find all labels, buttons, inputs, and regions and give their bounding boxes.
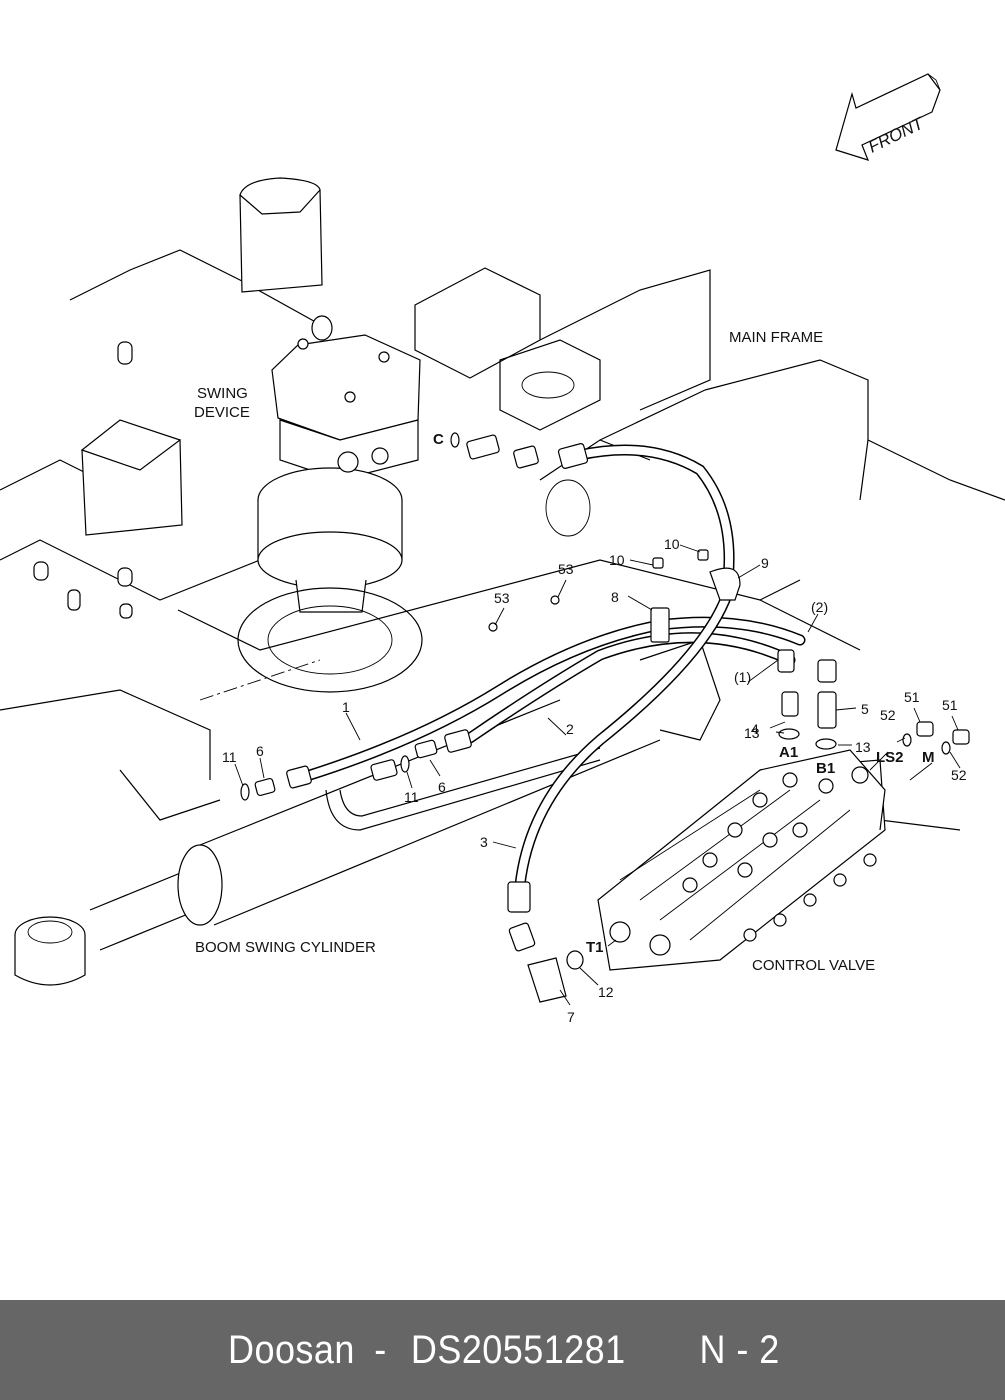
hoses — [304, 444, 806, 891]
callout-sub-1: (1) — [734, 669, 751, 685]
callout-9: 9 — [761, 555, 769, 571]
callout-52-right: 52 — [951, 767, 967, 783]
callout-2: 2 — [566, 721, 574, 737]
label-boom-swing-cylinder: BOOM SWING CYLINDER — [195, 939, 376, 956]
callout-5: 5 — [861, 701, 869, 717]
callout-12: 12 — [598, 984, 614, 1000]
callout-numbers: 1 2 3 4 5 6 6 7 8 9 10 10 11 11 12 13 13… — [222, 536, 967, 1025]
callout-1: 1 — [342, 699, 350, 715]
callout-52-left: 52 — [880, 707, 896, 723]
main-frame-drawing — [0, 177, 1005, 831]
fittings — [240, 432, 970, 1003]
callout-51-left: 51 — [904, 689, 920, 705]
footer-gap — [640, 1328, 692, 1373]
callout-13-right: 13 — [855, 739, 871, 755]
callout-7: 7 — [567, 1009, 575, 1025]
callout-3: 3 — [480, 834, 488, 850]
callout-sub-2: (2) — [811, 599, 828, 615]
port-labels: C A1 B1 LS2 M T1 — [433, 431, 935, 956]
port-t1: T1 — [586, 939, 604, 956]
callout-13-left: 13 — [744, 725, 760, 741]
label-control-valve: CONTROL VALVE — [752, 957, 875, 974]
footer-separator: - — [363, 1327, 397, 1372]
callout-10-right: 10 — [664, 536, 680, 552]
port-ls2: LS2 — [876, 749, 904, 766]
callout-6-left: 6 — [256, 743, 264, 759]
callout-51-right: 51 — [942, 697, 958, 713]
footer-part-number: DS20551281 — [410, 1327, 626, 1372]
label-main-frame: MAIN FRAME — [729, 329, 823, 346]
callout-6-right: 6 — [438, 779, 446, 795]
callout-11-right: 11 — [404, 789, 419, 805]
footer-page: N - 2 — [699, 1327, 780, 1372]
label-swing-device-1: SWING — [197, 385, 248, 402]
callout-53-right: 53 — [558, 561, 574, 577]
footer-brand: Doosan — [227, 1327, 355, 1372]
footer-bar: Doosan - DS20551281 N - 2 — [0, 1300, 1005, 1400]
hydraulic-parts-diagram: FRONT — [0, 73, 1005, 1025]
boom-swing-cylinder-drawing — [14, 699, 661, 986]
port-a1: A1 — [779, 744, 798, 761]
callout-53-left: 53 — [494, 590, 510, 606]
callout-11-left: 11 — [222, 749, 237, 765]
swing-device-drawing — [237, 315, 423, 693]
port-c: C — [433, 431, 444, 448]
leader-lines — [234, 544, 961, 1006]
label-swing-device-2: DEVICE — [194, 404, 250, 421]
control-valve-drawing — [597, 749, 886, 971]
callout-4: 4 — [751, 721, 759, 737]
front-arrow-icon: FRONT — [835, 73, 941, 161]
port-b1: B1 — [816, 760, 835, 777]
callout-10-left: 10 — [609, 552, 625, 568]
component-labels: MAIN FRAME SWING DEVICE BOOM SWING CYLIN… — [194, 329, 875, 974]
callout-8: 8 — [611, 589, 619, 605]
port-m: M — [922, 749, 935, 766]
